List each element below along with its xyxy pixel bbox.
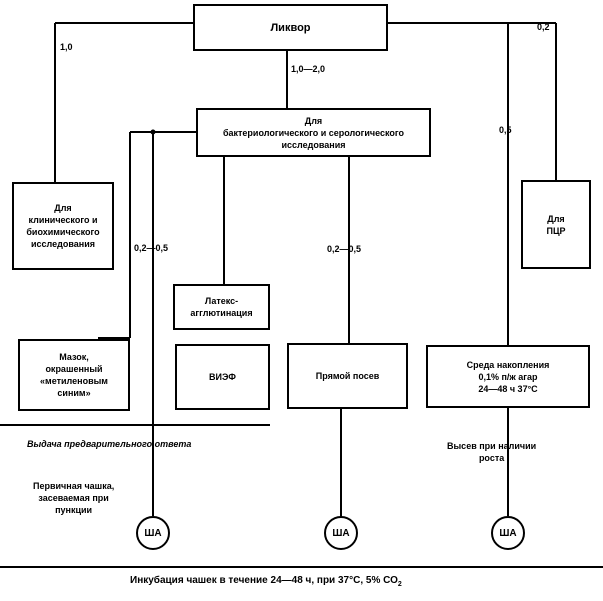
incubation-text: Инкубация чашек в течение 24—48 ч, при 3… xyxy=(130,575,398,586)
bacterio-box: Для бактериологического и серологическог… xyxy=(196,108,431,157)
pcr-box: Для ПЦР xyxy=(521,180,591,269)
liquor-box: Ликвор xyxy=(193,4,388,51)
plate-primary: ША xyxy=(136,516,170,550)
plate-enrichment: ША xyxy=(491,516,525,550)
volume-pcr: 0,2 xyxy=(537,22,550,32)
direct-seeding-box: Прямой посев xyxy=(287,343,408,409)
incubation-subscript: 2 xyxy=(397,581,402,588)
plate-direct: ША xyxy=(324,516,358,550)
primary-plate-label: Первичная чашка, засеваемая при пункции xyxy=(33,481,115,515)
volume-clinical: 1,0 xyxy=(60,42,73,52)
clinical-box: Для клинического и биохимического исслед… xyxy=(12,182,114,270)
volume-primary: 0,2—0,5 xyxy=(134,243,169,253)
smear-box: Мазок, окрашенный «метиленовым синим» xyxy=(18,339,130,411)
latex-box: Латекс- агглютинация xyxy=(173,284,270,330)
enrichment-box: Среда накопления 0,1% п/ж агар 24—48 ч 3… xyxy=(426,345,590,408)
incubation-caption: Инкубация чашек в течение 24—48 ч, при 3… xyxy=(130,575,402,591)
reseed-label: Высев при наличии роста xyxy=(447,441,537,463)
volume-enrichment: 0,5 xyxy=(499,125,512,135)
volume-bacterio: 1,0—2,0 xyxy=(291,64,326,74)
viesf-box: ВИЭФ xyxy=(175,344,270,410)
preliminary-answer-label: Выдача предварительного ответа xyxy=(27,439,192,449)
volume-direct: 0,2—0,5 xyxy=(327,244,362,254)
